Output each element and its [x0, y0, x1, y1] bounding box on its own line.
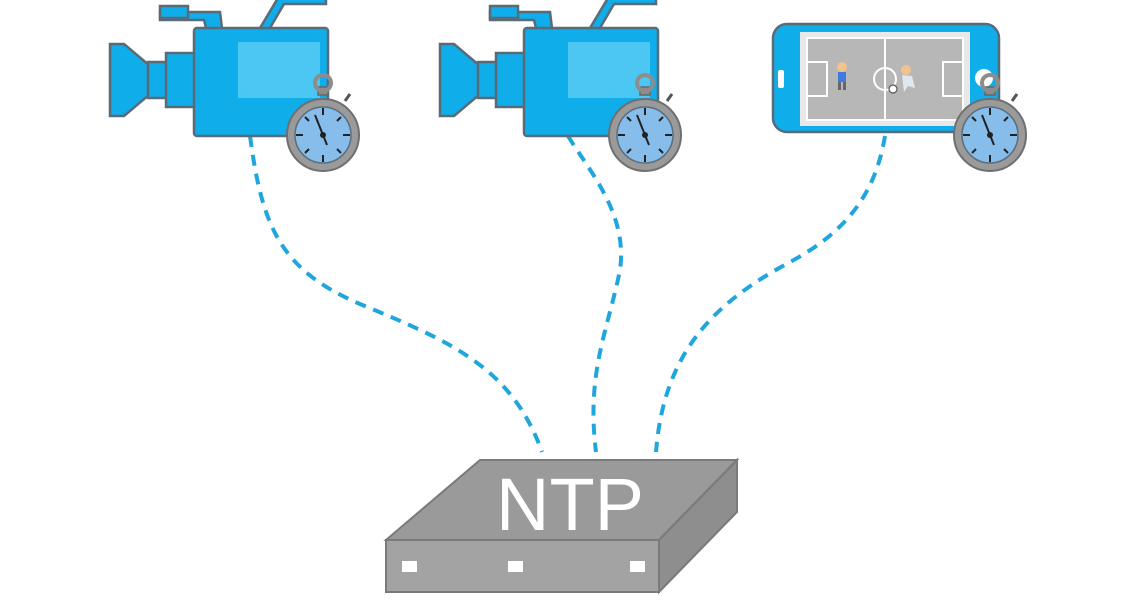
status-led-1: [402, 561, 417, 572]
smartphone: [771, 22, 1001, 134]
ntp-server: NTP: [383, 457, 740, 595]
link-camera-2: [566, 134, 624, 453]
soccer-field-icon: [806, 37, 964, 121]
link-camera-1: [248, 135, 544, 453]
server-label: NTP: [496, 463, 644, 546]
status-led-3: [630, 561, 645, 572]
link-smartphone: [654, 135, 887, 453]
status-led-2: [508, 561, 523, 572]
